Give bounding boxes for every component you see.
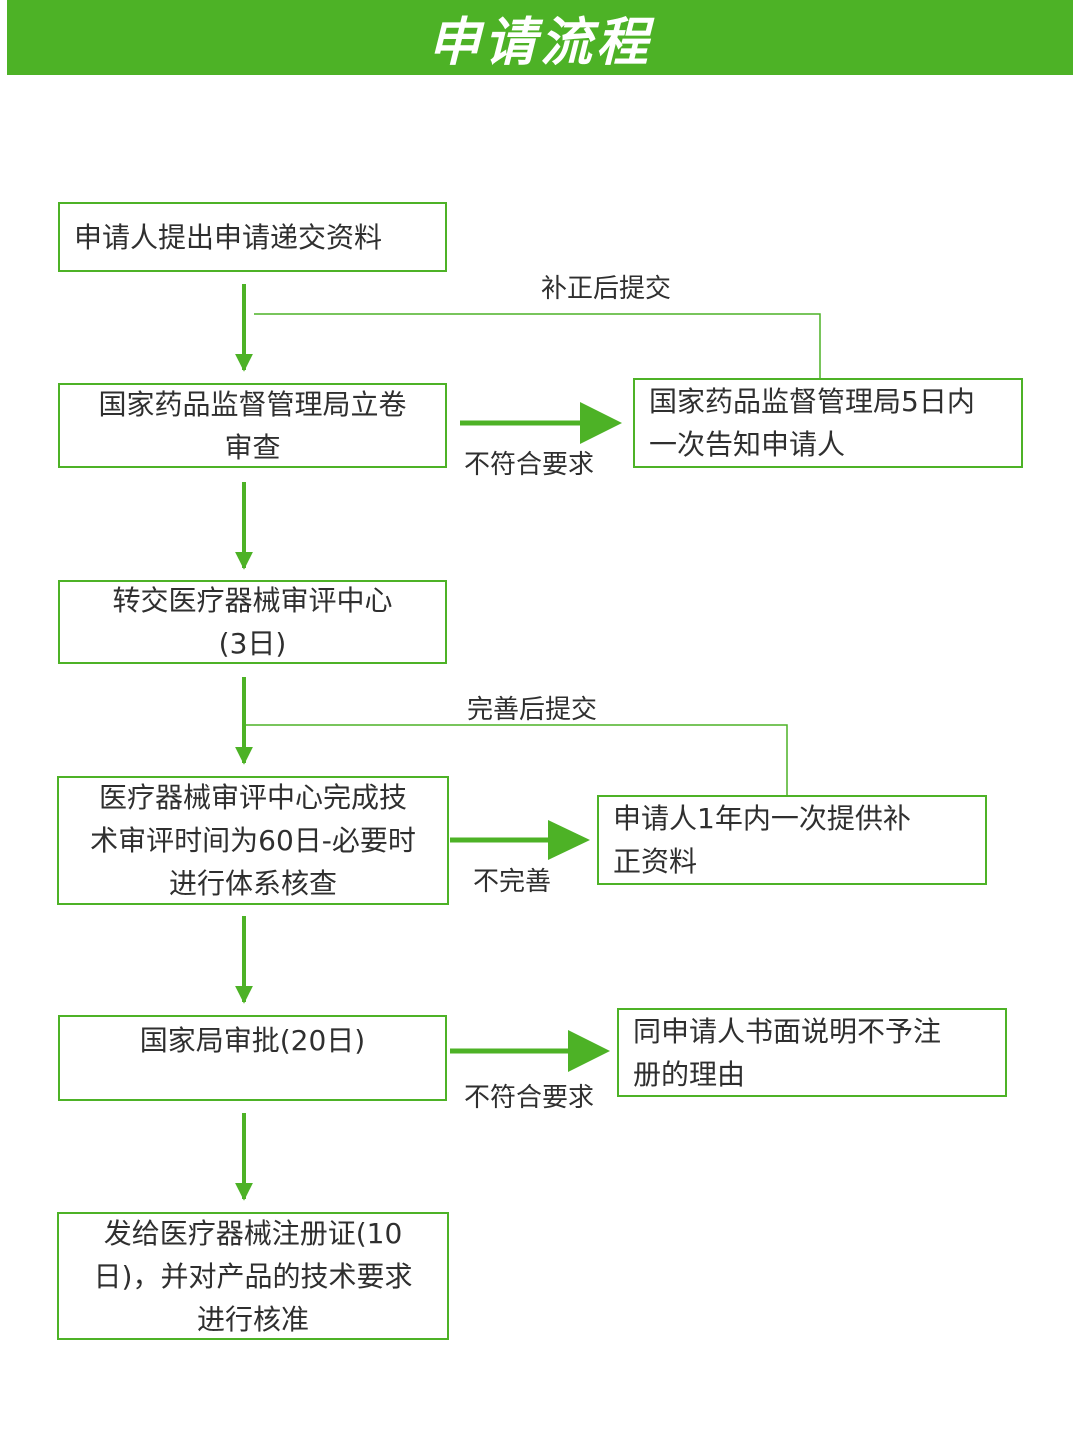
step-text: 发给医疗器械注册证(10 <box>103 1216 403 1250</box>
step-text: 进行体系核查 <box>168 867 337 900</box>
step-text: 册的理由 <box>633 1057 746 1091</box>
step-rejection-notice: 同申请人书面说明不予注 册的理由 <box>617 1008 1007 1097</box>
step-technical-review: 医疗器械审评中心完成技 术审评时间为60日-必要时 进行体系核查 <box>57 776 449 905</box>
branch-label-step2: 不符合要求 <box>464 450 595 480</box>
return-line-step2 <box>254 313 821 378</box>
step-text: 医疗器械审评中心完成技 <box>98 781 407 814</box>
step-text: (3日) <box>218 627 287 660</box>
branch-label-step4: 不完善 <box>473 867 552 897</box>
step-text: 审查 <box>224 430 281 464</box>
step-text: 进行核准 <box>196 1302 309 1336</box>
step-text: 国家局审批(20日) <box>139 1024 366 1057</box>
step-text: 转交医疗器械审评中心 <box>112 584 393 617</box>
step-issue-certificate: 发给医疗器械注册证(10 日)，并对产品的技术要求 进行核准 <box>57 1212 449 1340</box>
header-banner: 申请流程 <box>7 0 1073 75</box>
step-transfer-review-center: 转交医疗器械审评中心 (3日) <box>58 580 447 664</box>
step-text: 申请人提出申请递交资料 <box>74 220 383 254</box>
step-text: 同申请人书面说明不予注 <box>633 1014 942 1048</box>
step-text: 国家药品监督管理局5日内 <box>649 385 975 418</box>
step-filing-review: 国家药品监督管理局立卷 审查 <box>58 383 447 468</box>
step-notify-applicant: 国家药品监督管理局5日内 一次告知申请人 <box>633 378 1023 468</box>
step-submit-application: 申请人提出申请递交资料 <box>58 202 447 272</box>
step-supplement-materials: 申请人1年内一次提供补 正资料 <box>597 795 987 885</box>
step-text: 一次告知申请人 <box>649 428 846 461</box>
return-label-step4: 完善后提交 <box>467 695 598 725</box>
return-label-step2: 补正后提交 <box>541 274 672 304</box>
step-text: 申请人1年内一次提供补 <box>613 802 911 835</box>
page-title: 申请流程 <box>427 13 652 73</box>
return-line-step4 <box>244 724 788 795</box>
branch-arrow-step2 <box>460 402 622 444</box>
branch-label-step5: 不符合要求 <box>464 1083 595 1113</box>
step-text: 国家药品监督管理局立卷 <box>98 387 407 421</box>
branch-arrow-step5 <box>450 1030 610 1072</box>
step-text: 日)，并对产品的技术要求 <box>93 1259 413 1293</box>
branch-arrow-step4 <box>450 820 590 860</box>
step-approval: 国家局审批(20日) <box>58 1015 447 1101</box>
step-text: 正资料 <box>613 845 698 878</box>
step-text: 术审评时间为60日-必要时 <box>90 824 416 857</box>
